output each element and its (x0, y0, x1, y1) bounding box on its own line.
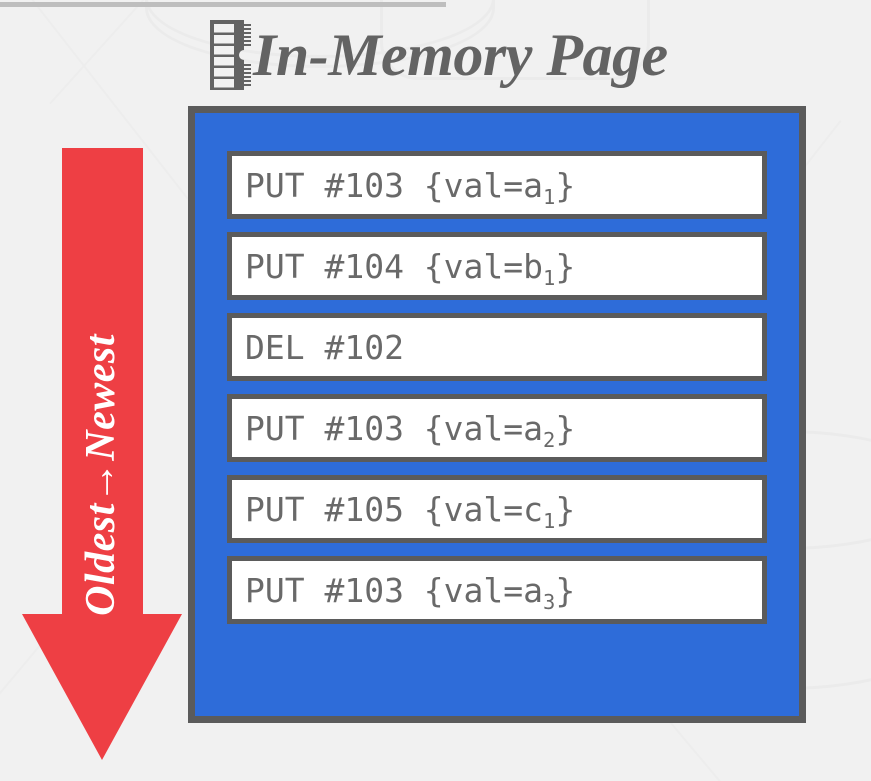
list-item: PUT #104 {val=b1} (227, 232, 767, 300)
top-divider-bar (0, 2, 446, 7)
page-title-text: In-Memory Page (253, 22, 668, 88)
direction-arrow: Oldest→Newest (20, 148, 182, 760)
entry-text-2: DEL #102 (245, 327, 404, 367)
page-title: In-Memory Page (207, 14, 668, 96)
entry-text-3: PUT #103 {val=a2} (245, 408, 576, 452)
entry-text-5: PUT #103 {val=a3} (245, 570, 576, 614)
down-arrow-icon (22, 148, 182, 760)
entry-text-4: PUT #105 {val=c1} (245, 489, 576, 533)
ram-stick-icon (210, 20, 251, 90)
entry-list: PUT #103 {val=a1} PUT #104 {val=b1} DEL … (227, 151, 767, 624)
list-item: PUT #103 {val=a2} (227, 394, 767, 462)
list-item: PUT #103 {val=a3} (227, 556, 767, 624)
entry-text-1: PUT #104 {val=b1} (245, 246, 576, 290)
in-memory-page-panel: PUT #103 {val=a1} PUT #104 {val=b1} DEL … (188, 106, 806, 723)
list-item: PUT #103 {val=a1} (227, 151, 767, 219)
list-item: PUT #105 {val=c1} (227, 475, 767, 543)
entry-text-0: PUT #103 {val=a1} (245, 165, 576, 209)
list-item: DEL #102 (227, 313, 767, 381)
